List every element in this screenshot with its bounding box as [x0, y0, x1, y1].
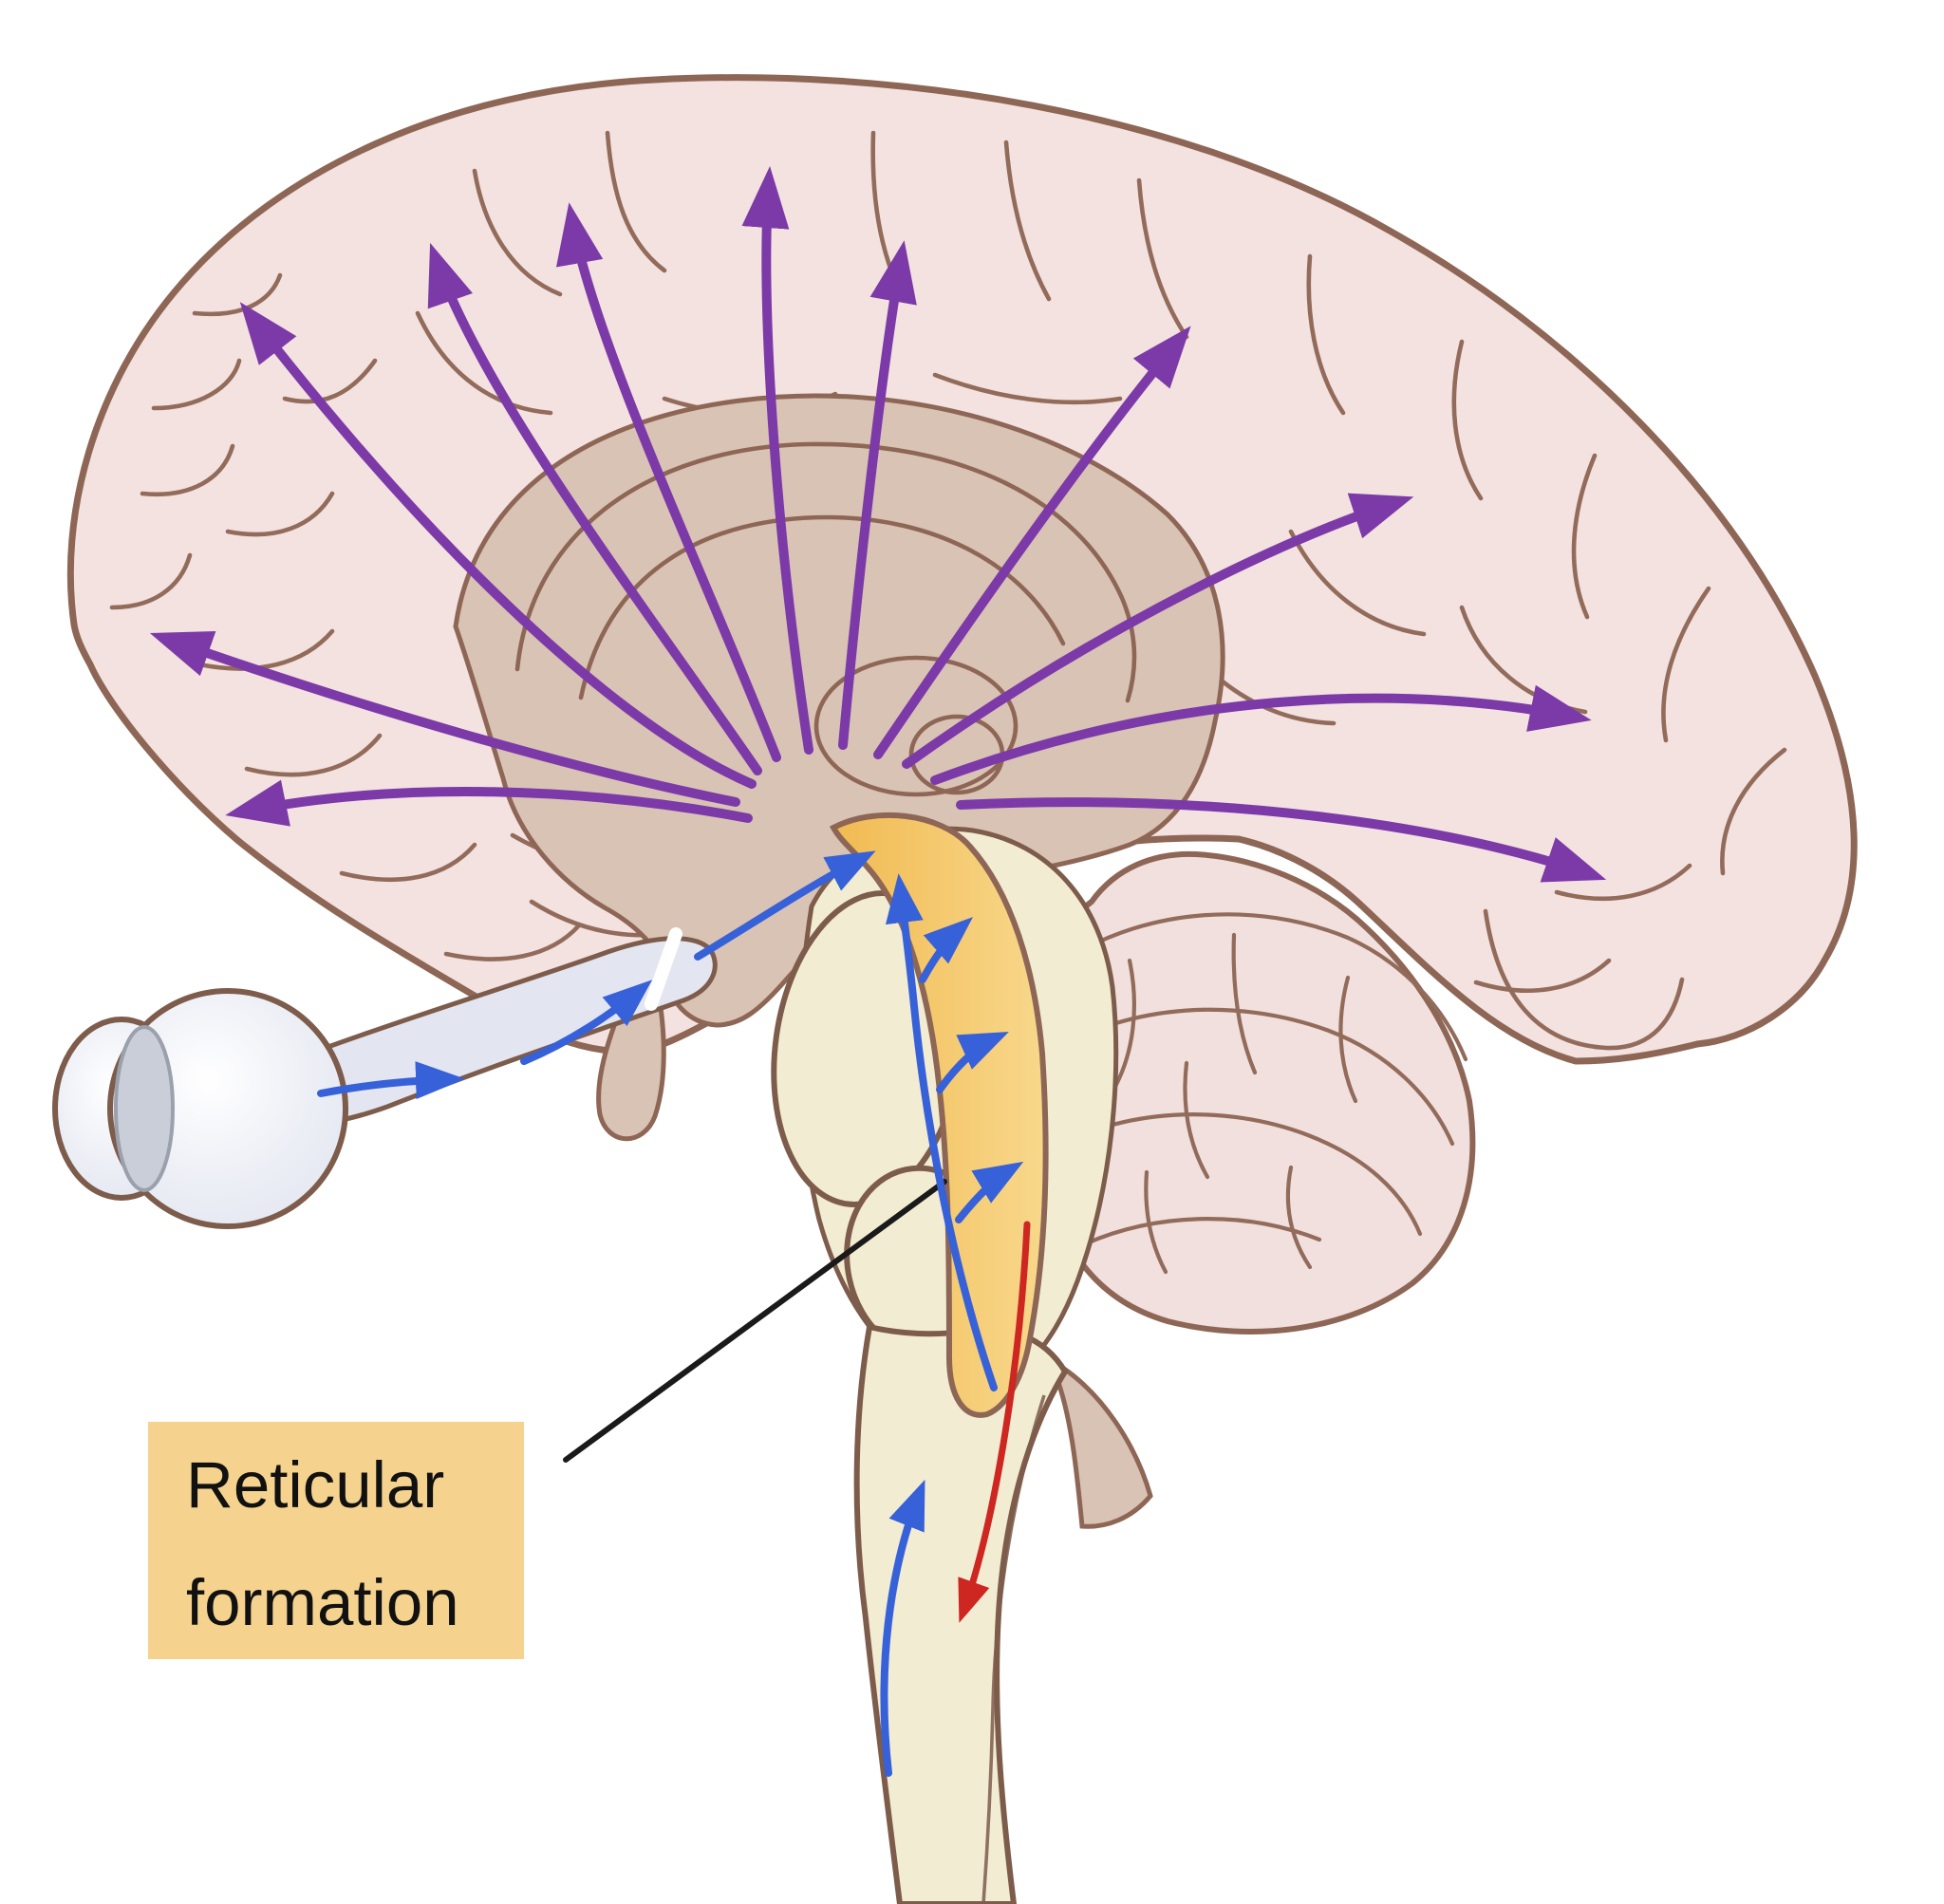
optic-nerve-gap	[645, 927, 682, 1011]
reticular-branch-arrow-1	[919, 917, 974, 983]
projection-arrow-top-2	[555, 202, 781, 762]
lens	[114, 1025, 175, 1192]
projection-arrow-top-3	[741, 166, 813, 755]
brainstem	[596, 812, 1153, 1904]
label-box	[148, 1422, 524, 1659]
projection-arrow-lower-left	[225, 779, 753, 827]
optic-arrow-1	[317, 1061, 465, 1100]
projection-arrow-upper-right	[873, 326, 1191, 759]
descending-motor-arrow	[958, 1221, 1031, 1623]
projection-arrow-left	[149, 630, 740, 807]
tentorial-wedge	[1053, 1363, 1153, 1529]
reticular-main-ascending-arrow	[885, 873, 998, 1391]
reticular-formation-label: Reticular formation	[148, 1422, 524, 1659]
projection-arrow-upper-left	[239, 302, 757, 789]
spinal-ascending-arrow	[880, 1479, 925, 1777]
cortical-projection-arrows	[149, 166, 1607, 883]
ascending-sensory-arrows	[317, 850, 1024, 1777]
label-line-1: Reticular	[186, 1448, 444, 1521]
reticular-formation-band	[829, 812, 1049, 1418]
projection-arrow-top-4	[838, 240, 917, 750]
projection-arrow-right-1	[902, 493, 1414, 769]
thalamus-outline	[813, 655, 1019, 797]
projection-arrow-top-1	[427, 242, 762, 775]
label-line-2: formation	[186, 1566, 459, 1639]
spinal-cord-inner-line	[981, 1394, 1046, 1904]
optic-to-thalamus-arrow	[694, 850, 876, 961]
reticular-branch-arrow-2	[936, 1032, 1009, 1093]
projection-arrow-lower-right	[956, 797, 1607, 883]
eye	[107, 988, 348, 1229]
label-pointer-line	[563, 1179, 947, 1463]
projection-arrow-right-2	[930, 684, 1592, 785]
optic-arrow-2	[520, 980, 653, 1065]
cerebellum-folds	[1049, 912, 1468, 1275]
reticular-branch-arrow-3	[955, 1161, 1024, 1223]
